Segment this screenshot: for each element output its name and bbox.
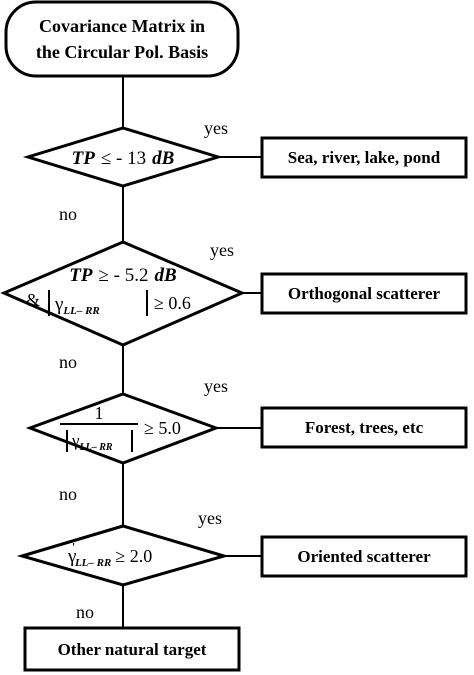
decision-2-and: & — [26, 290, 40, 310]
yes-label-1: yes — [204, 118, 228, 138]
start-line-1: Covariance Matrix in — [39, 16, 205, 36]
outcome-1-label: Sea, river, lake, pond — [288, 148, 441, 167]
no-label-4: no — [76, 602, 94, 622]
no-label-2: no — [59, 352, 77, 372]
decision-3-numerator: 1 — [95, 403, 104, 423]
outcome-3-label: Forest, trees, etc — [305, 418, 424, 437]
no-label-1: no — [59, 204, 77, 224]
decision-4: γ'LL– RR≥ 2.0 — [16, 524, 230, 587]
outcome-2-label: Orthogonal scatterer — [288, 284, 441, 303]
decision-3-gamma: γLL– RR — [71, 431, 113, 453]
no-label-3: no — [59, 484, 77, 504]
yes-label-2: yes — [210, 240, 234, 260]
yes-label-4: yes — [198, 508, 222, 528]
yes-label-3: yes — [204, 376, 228, 396]
start-line-2: the Circular Pol. Basis — [36, 42, 208, 62]
outcome-2: Orthogonal scatterer — [260, 272, 468, 315]
decision-3-rhs: ≥ 5.0 — [144, 418, 181, 438]
decision-3: 1 γLL– RR ≥ 5.0 — [25, 392, 221, 465]
outcome-1: Sea, river, lake, pond — [260, 136, 468, 179]
start-terminal: Covariance Matrix in the Circular Pol. B… — [4, 0, 240, 78]
outcome-4-label: Oriented scatterer — [297, 547, 431, 566]
final-outcome: Other natural target — [23, 626, 241, 672]
decision-2-rhs: ≥ 0.6 — [154, 293, 191, 313]
outcome-3: Forest, trees, etc — [260, 406, 468, 449]
final-outcome-label: Other natural target — [58, 640, 207, 659]
decision-4-condition: γ'LL– RR≥ 2.0 — [67, 541, 152, 569]
outcome-4: Oriented scatterer — [260, 535, 468, 578]
decision-2-gamma: γLL– RR — [54, 294, 100, 317]
